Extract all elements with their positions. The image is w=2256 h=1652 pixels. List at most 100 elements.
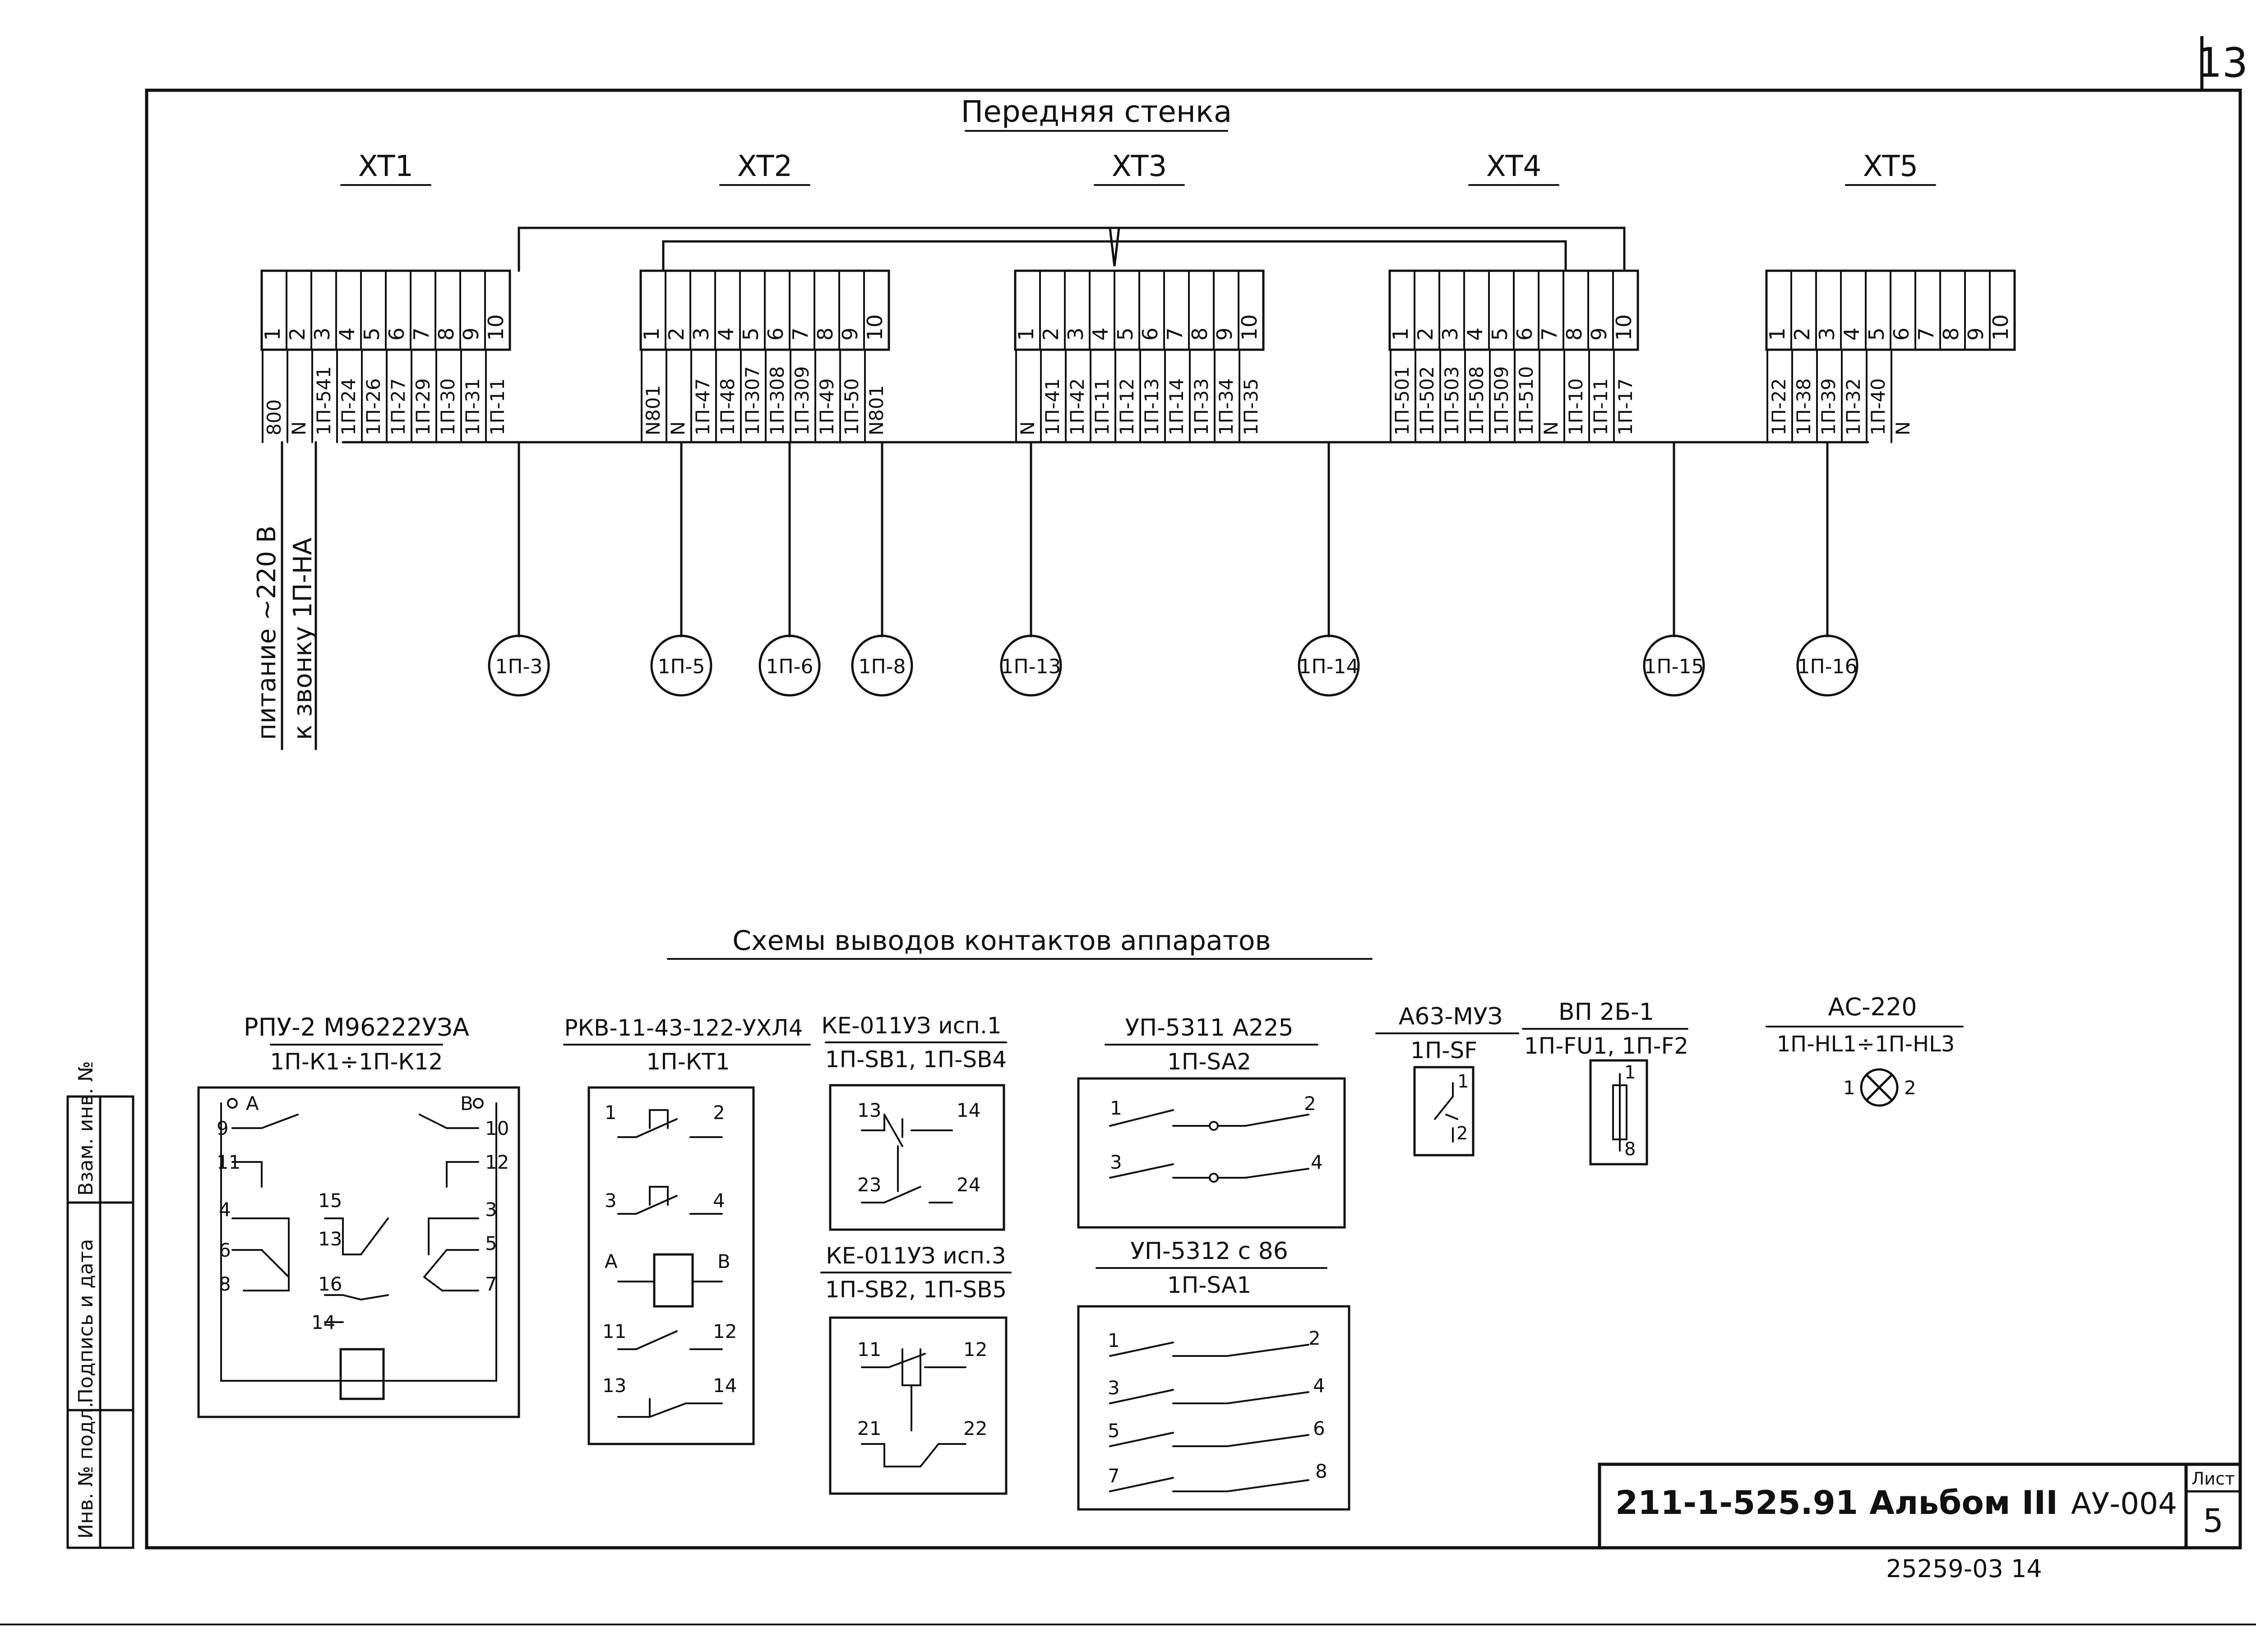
wire-label: 1П-50 [841, 378, 863, 435]
pin: 12 [713, 1320, 737, 1342]
pin: А [605, 1250, 618, 1273]
pin: 4 [713, 1189, 725, 1212]
wire-label: 1П-30 [437, 378, 459, 435]
terminal-number: 1 [260, 328, 285, 341]
cable-label: 1П-6 [766, 655, 814, 678]
lamp-icon [1860, 1068, 1899, 1107]
pin: В [460, 1092, 473, 1115]
wire-label: 1П-27 [387, 378, 409, 435]
pin: 14 [311, 1311, 335, 1333]
wire-label: 1П-35 [1240, 378, 1262, 435]
pin: 13 [318, 1228, 342, 1250]
terminal-blocks: XT118002N31П-54141П-2451П-2661П-2771П-29… [260, 150, 2016, 443]
pin: 4 [1311, 1151, 1323, 1173]
pin: 1 [605, 1101, 617, 1124]
pin: 2 [1456, 1123, 1468, 1144]
pin: 2 [1304, 1092, 1316, 1115]
device-rpu2: РПУ-2 М96222УЗА 1П-К1÷1П-К12 А В 9 10 11… [197, 1013, 520, 1418]
wire-label: 1П-26 [362, 378, 384, 435]
wire-label: 1П-47 [692, 378, 714, 435]
page-title: Передняя стенка [961, 94, 1232, 129]
pin: 12 [963, 1338, 987, 1360]
pin: 11 [857, 1338, 881, 1360]
wire-label: 1П-40 [1867, 378, 1889, 435]
stamp-sign-date: Подпись и дата [74, 1239, 97, 1403]
wire-label: 1П-49 [816, 378, 838, 435]
pin: 10 [485, 1117, 509, 1139]
wire-label: 1П-501 [1391, 366, 1413, 435]
wire-label: N [667, 421, 689, 435]
pin: 8 [219, 1273, 231, 1295]
terminal-number: 7 [1914, 328, 1938, 341]
pin: 5 [1108, 1420, 1120, 1442]
terminal-number: 5 [739, 328, 763, 341]
device-a63: А63-МУЗ 1П-SF 1 2 [1375, 1003, 1519, 1157]
terminal-number: 2 [285, 328, 310, 341]
bus-wire-xt2 [662, 240, 1111, 272]
wire-label: N801 [642, 385, 664, 435]
cable-label: 1П-14 [1299, 655, 1359, 678]
terminal-number: 3 [1438, 328, 1462, 341]
terminal-number: 3 [689, 328, 713, 341]
cable-7: 1П-15 [1643, 441, 1705, 697]
pin: 4 [219, 1199, 231, 1221]
terminal-number: 2 [1790, 328, 1814, 341]
device-type: КЕ-011УЗ исп.1 [821, 1013, 1001, 1039]
cable-8: 1П-16 [1796, 441, 1858, 697]
cable-2: 1П-5 [650, 441, 712, 697]
wire-label: 1П-32 [1842, 378, 1864, 435]
terminal-number: 10 [1612, 314, 1636, 341]
block-name: XT5 [1863, 150, 1919, 183]
pin: 2 [713, 1101, 725, 1124]
device-type: РПУ-2 М96222УЗА [244, 1013, 469, 1041]
pin: 1 [1457, 1071, 1469, 1092]
footer-code: 25259-03 14 [1886, 1555, 2042, 1583]
terminal-number: 5 [1113, 328, 1137, 341]
wire-label: N [1892, 421, 1914, 435]
wire-label: 1П-24 [337, 378, 360, 435]
wire-label: 1П-38 [1793, 378, 1815, 435]
pin: 24 [957, 1174, 980, 1196]
device-type: КЕ-011УЗ исп.3 [826, 1243, 1006, 1269]
terminal-block-xt4: XT411П-50121П-50231П-50341П-50851П-50961… [1388, 150, 1639, 443]
device-refs: 1П-SA1 [1167, 1272, 1251, 1298]
cable-1: 1П-3 [488, 441, 550, 697]
device-ke011-isp1: КЕ-011УЗ исп.1 1П-SB1, 1П-SB4 13 14 23 2… [821, 1013, 1007, 1231]
pin: 21 [857, 1417, 881, 1439]
device-diagrams: РПУ-2 М96222УЗА 1П-К1÷1П-К12 А В 9 10 11… [197, 993, 1964, 1511]
pin: 13 [857, 1099, 881, 1121]
bus-wire-main [518, 227, 1626, 272]
terminal-number: 9 [1587, 328, 1611, 341]
pin: 2 [1308, 1327, 1321, 1349]
terminal-number: 6 [384, 328, 409, 341]
pin: 3 [485, 1199, 497, 1221]
terminal-number: 5 [360, 328, 384, 341]
wire-label: 1П-22 [1768, 378, 1790, 435]
terminal-number: 4 [1088, 328, 1113, 341]
pin: 3 [605, 1189, 617, 1212]
sheet-no: 5 [2203, 1502, 2224, 1540]
pin: 5 [485, 1232, 497, 1254]
device-refs: 1П-HL1÷1П-HL3 [1777, 1032, 1955, 1057]
terminal-number: 1 [1388, 328, 1413, 341]
wire-label: 1П-29 [412, 378, 434, 435]
terminal-number: 8 [1939, 328, 1963, 341]
pin: 13 [602, 1374, 626, 1397]
pin: 1 [1108, 1329, 1120, 1351]
wire-label: 1П-541 [313, 366, 335, 435]
terminal-number: 7 [1163, 328, 1187, 341]
wire-label: 1П-308 [766, 366, 788, 435]
terminal-number: 7 [1537, 328, 1562, 341]
wire-label: 1П-31 [462, 378, 484, 435]
pin: 1 [1843, 1077, 1855, 1099]
device-rkv: РКВ-11-43-122-УХЛ4 1П-КТ1 1 2 3 4 А В 11… [563, 1015, 811, 1445]
bus-wire-xt4 [1109, 240, 1567, 272]
pin: 9 [217, 1117, 229, 1139]
wire-label: 1П-509 [1490, 366, 1512, 435]
pin: 6 [1313, 1417, 1325, 1439]
block-name: XT4 [1486, 150, 1542, 183]
terminal-number: 10 [484, 314, 508, 341]
terminal-number: 4 [714, 328, 738, 341]
